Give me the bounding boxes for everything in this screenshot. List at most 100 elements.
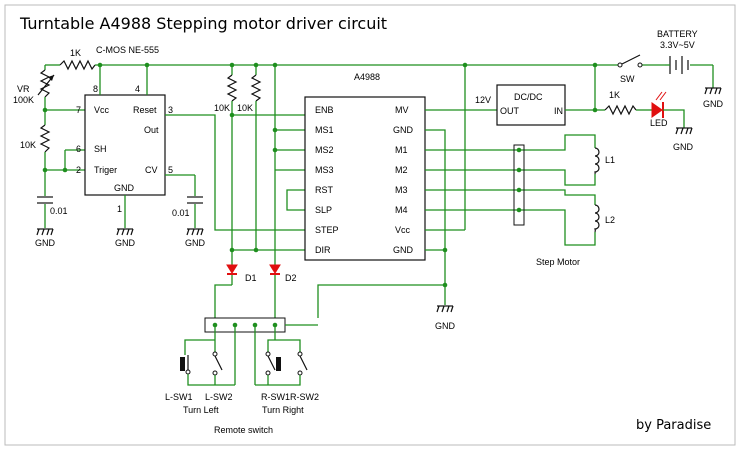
a4988-pin-rst: RST [315,185,334,195]
coil-l2-label: L2 [605,215,615,225]
a4988-pin-m1: M1 [395,145,408,155]
resistor-10k-left: 10K [20,110,85,173]
gnd-label-5: GND [703,99,724,109]
motor-coil-l1: L1 [540,134,615,186]
dcdc-out: OUT [500,106,520,116]
switch-l-sw1: L-SW1 [165,339,215,402]
diode-d2: D2 [269,170,297,318]
dcdc-title: DC/DC [514,92,543,102]
a4988-pin-dir: DIR [315,245,331,255]
gnd-symbol-3: GND [185,228,206,248]
resistor-10k-b-label: 10K [237,103,253,113]
capacitor-cv-label: 0.01 [172,208,190,218]
capacitor-left: 0.01 [37,170,68,228]
ne555-pin2: 2 [76,165,81,175]
battery-name: BATTERY [657,29,698,39]
resistor-1k-led: 1K [604,90,652,116]
signature: by Paradise [636,418,711,433]
a4988-pin-gnd1: GND [393,125,414,135]
a4988-pin-enb: ENB [315,105,334,115]
a4988-chip: A4988 ENB MS1 MS2 MS3 RST SLP STEP DIR M… [304,72,426,261]
gnd-label-4: GND [435,321,456,331]
gnd-symbol-6: GND [673,127,694,152]
dcdc-in: IN [554,106,563,116]
dcdc-converter: DC/DC OUT IN 12V [475,84,595,126]
diode-d2-label: D2 [285,273,297,283]
diagram-frame [4,4,736,446]
resistor-10k-a: 10K [214,65,238,115]
ne555-reset: Reset [133,105,157,115]
motor-connector [513,144,525,226]
motor-coil-l2: L2 [540,189,615,246]
a4988-pin-slp: SLP [315,205,332,215]
ne555-pin1: 1 [117,204,122,214]
a4988-pin-ms1: MS1 [315,125,334,135]
switch-l-sw2: L-SW2 [205,340,235,402]
gnd-label-6: GND [673,142,694,152]
battery-voltage: 3.3V~5V [660,40,695,50]
r-sw1-label: R-SW1 [261,392,290,402]
ne555-pin4: 4 [135,84,140,94]
ne555-pin7: 7 [76,105,81,115]
coil-l1-label: L1 [605,155,615,165]
diode-d1-label: D1 [245,273,257,283]
resistor-1k-top: 1K [59,48,96,71]
step-motor-label: Step Motor [536,257,580,267]
vr-value: 100K [13,95,34,105]
remote-switch-caption: Remote switch [214,425,273,435]
ne555-vcc: Vcc [94,105,110,115]
resistor-1k-top-label: 1K [70,48,81,58]
ne555-pin5: 5 [168,165,173,175]
l-sw2-label: L-SW2 [205,392,233,402]
resistor-10k-a-label: 10K [214,103,230,113]
diode-d1: D1 [226,262,257,285]
switch-sw: SW [617,54,643,84]
gnd-label-1: GND [35,238,56,248]
a4988-pin-m3: M3 [395,185,408,195]
potentiometer-vr: VR 100K [13,65,85,113]
a4988-pin-step: STEP [315,225,339,235]
diagram-title: Turntable A4988 Stepping motor driver ci… [19,14,387,33]
a4988-pin-m2: M2 [395,165,408,175]
ne555-gnd: GND [114,183,135,193]
gnd-symbol-1: GND [35,228,56,248]
remote-connector [204,317,318,385]
ne555-name: C-MOS NE-555 [96,45,159,55]
gnd-label-2: GND [115,238,136,248]
gnd-symbol-4: GND [435,305,456,331]
capacitor-cv: 0.01 [165,174,203,228]
top-power-rail [45,62,713,68]
a4988-pin-ms3: MS3 [315,165,334,175]
a4988-pin-gnd2: GND [393,245,414,255]
turn-left-label: Turn Left [183,405,219,415]
gnd-label-3: GND [185,238,206,248]
switch-sw-label: SW [620,74,635,84]
r-sw2-label: R-SW2 [290,392,319,402]
led: LED [650,91,685,128]
dcdc-12v: 12V [475,95,491,105]
ne555-sh: SH [94,144,107,154]
ne555-cv: CV [145,165,158,175]
capacitor-left-label: 0.01 [50,206,68,216]
resistor-10k-b: 10K [237,65,262,250]
resistor-10k-left-label: 10K [20,140,36,150]
gnd-symbol-2: GND [115,228,136,248]
ne555-chip: C-MOS NE-555 8 4 7 6 2 3 5 1 Vcc Reset O… [76,45,173,214]
switch-r-sw2: R-SW2 [255,339,319,402]
turn-right-label: Turn Right [262,405,304,415]
ne555-trig: Triger [94,165,117,175]
l-sw1-label: L-SW1 [165,392,193,402]
vr-label: VR [17,84,30,94]
a4988-name: A4988 [354,72,380,82]
battery: BATTERY 3.3V~5V [657,29,714,88]
a4988-pin-vcc: Vcc [395,225,411,235]
ne555-pin3: 3 [168,105,173,115]
ne555-pin8: 8 [93,84,98,94]
led-label: LED [650,118,668,128]
a4988-pin-m4: M4 [395,205,408,215]
resistor-1k-led-label: 1K [609,90,620,100]
a4988-pin-mv: MV [395,105,409,115]
gnd-symbol-5: GND [703,87,724,109]
